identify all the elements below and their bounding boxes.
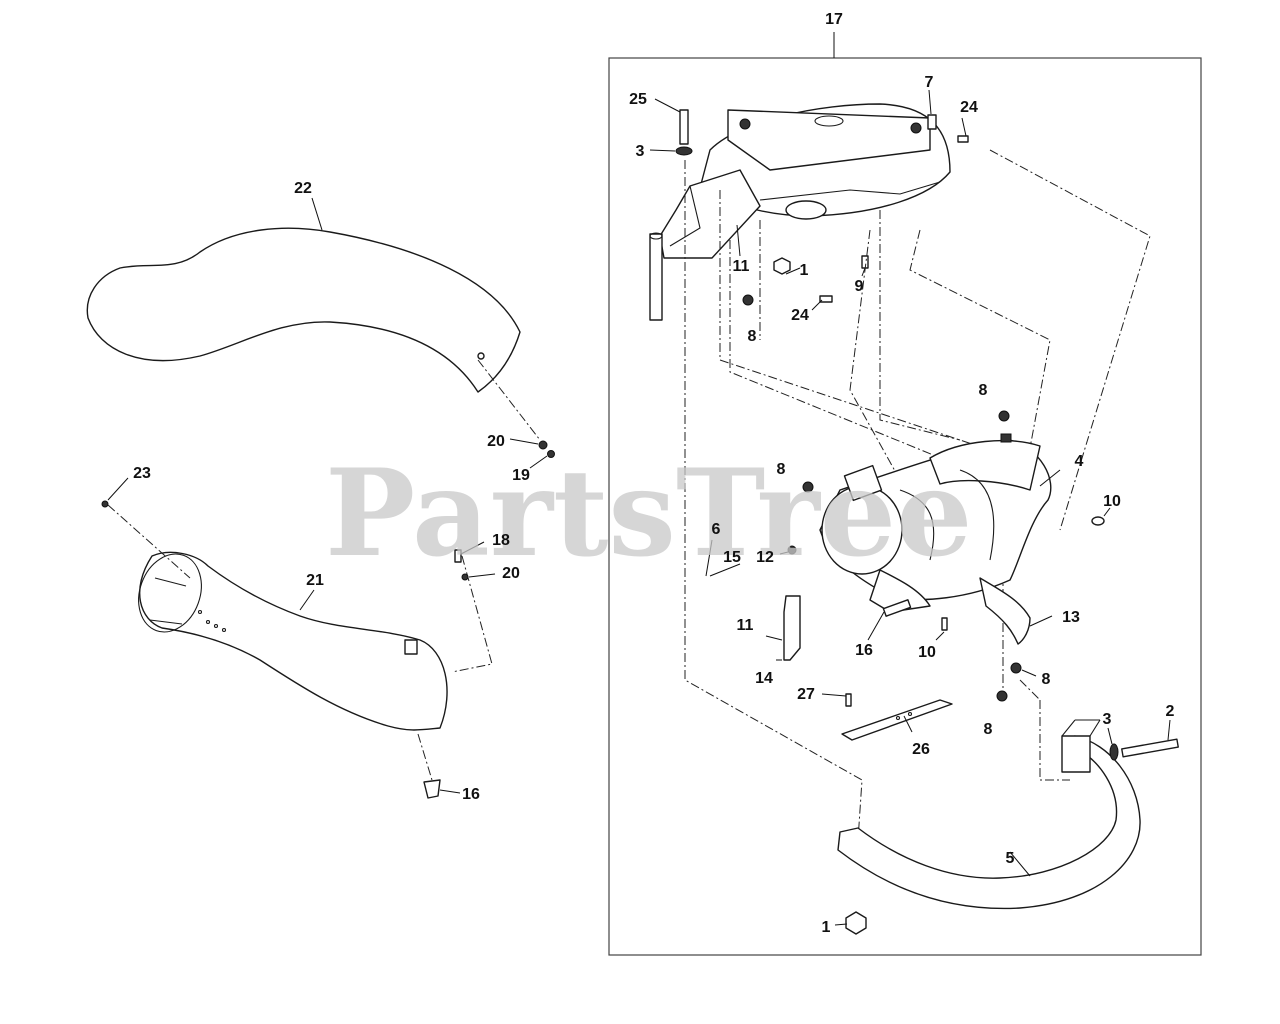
callout-11-lower: 11	[737, 617, 754, 634]
callout-24: 24	[960, 99, 978, 116]
callout-3-lower: 3	[1103, 711, 1112, 728]
assembly-17-frame	[608, 57, 1202, 956]
callout-8: 8	[748, 328, 757, 345]
part-17-rotator-top[interactable]	[649, 103, 951, 321]
part-24-screw-mid[interactable]	[819, 295, 833, 303]
part-26-plate[interactable]	[841, 699, 953, 741]
callout-11: 11	[733, 258, 750, 275]
part-21-tab	[404, 639, 418, 655]
leader-21	[299, 589, 315, 611]
callout-10-lower: 10	[918, 644, 936, 661]
part-7-bolt[interactable]	[927, 114, 937, 130]
callout-16: 16	[855, 642, 873, 659]
callout-24-mid: 24	[791, 307, 809, 324]
part-20-washer[interactable]	[538, 440, 548, 450]
part-21-chute-tube[interactable]	[138, 551, 448, 731]
part-13-deflector[interactable]	[979, 577, 1031, 645]
part-12-nut[interactable]	[787, 545, 797, 555]
part-22-hole	[477, 352, 485, 360]
part-1-nut-bottom[interactable]	[845, 911, 867, 935]
part-10-plug-right[interactable]	[1091, 516, 1105, 526]
callout-5: 5	[1006, 850, 1015, 867]
part-6-pin[interactable]	[705, 539, 713, 577]
leader-22	[311, 197, 323, 231]
part-21-opening	[138, 553, 202, 633]
part-24-screw-top[interactable]	[957, 135, 969, 143]
callout-16-lower: 16	[462, 786, 480, 803]
part-3-washer-lower[interactable]	[1109, 743, 1119, 761]
part-22-chute-tube[interactable]	[86, 227, 521, 393]
callout-8-top-right: 8	[979, 382, 988, 399]
watermark: PartsTree	[325, 443, 972, 584]
part-2-bolt[interactable]	[1121, 738, 1179, 758]
callout-1-bottom: 1	[822, 919, 831, 936]
part-23-screw[interactable]	[101, 500, 109, 508]
part-5-handle-frame[interactable]	[837, 719, 1141, 910]
callout-21: 21	[306, 572, 324, 589]
callout-27: 27	[797, 686, 815, 703]
callout-20: 20	[487, 433, 505, 450]
callout-22: 22	[294, 180, 312, 197]
callout-8-bottom: 8	[984, 721, 993, 738]
part-16-clip-upper[interactable]	[882, 599, 912, 617]
part-8-nut-right[interactable]	[1010, 662, 1022, 674]
part-3-washer-top[interactable]	[675, 146, 693, 156]
callout-2: 2	[1166, 703, 1175, 720]
callout-4: 4	[1075, 453, 1084, 470]
part-19-nut[interactable]	[547, 450, 555, 458]
part-18-bolt[interactable]	[454, 549, 462, 563]
part-16-clip[interactable]	[423, 779, 441, 799]
callout-6: 6	[712, 521, 721, 538]
callout-12: 12	[756, 549, 774, 566]
part-25-bolt[interactable]	[679, 109, 689, 145]
callout-10: 10	[1103, 493, 1121, 510]
part-10-screw-lower[interactable]	[941, 617, 948, 631]
part-20-washer-lower[interactable]	[461, 573, 469, 581]
callout-19: 19	[512, 467, 530, 484]
part-1-nut-top[interactable]	[773, 257, 791, 275]
callout-25: 25	[629, 91, 647, 108]
callout-15: 15	[723, 549, 741, 566]
callout-1: 1	[800, 262, 809, 279]
callout-26: 26	[912, 741, 930, 758]
part-8-nut-top-right[interactable]	[998, 410, 1010, 422]
callout-8-left: 8	[777, 461, 786, 478]
callout-18: 18	[492, 532, 510, 549]
callout-3: 3	[636, 143, 645, 160]
callout-17: 17	[825, 11, 843, 28]
callout-8-right: 8	[1042, 671, 1051, 688]
callout-13: 13	[1062, 609, 1080, 626]
part-14-bracket[interactable]	[783, 595, 801, 661]
callout-7: 7	[925, 74, 934, 91]
callout-20-lower: 20	[502, 565, 520, 582]
callout-labels: 17 7 25 24 3 22 11 1 9 24 8 8 4 20 19 23…	[133, 11, 1174, 936]
part-4-chute-housing[interactable]	[819, 433, 1052, 613]
part-8-nut-upper[interactable]	[742, 294, 754, 306]
callout-23: 23	[133, 465, 151, 482]
callout-14: 14	[755, 670, 773, 687]
part-27-screw[interactable]	[845, 693, 852, 707]
part-8-nut-bottom[interactable]	[996, 690, 1008, 702]
part-8-nut-left[interactable]	[802, 481, 814, 493]
callout-9: 9	[855, 278, 864, 295]
